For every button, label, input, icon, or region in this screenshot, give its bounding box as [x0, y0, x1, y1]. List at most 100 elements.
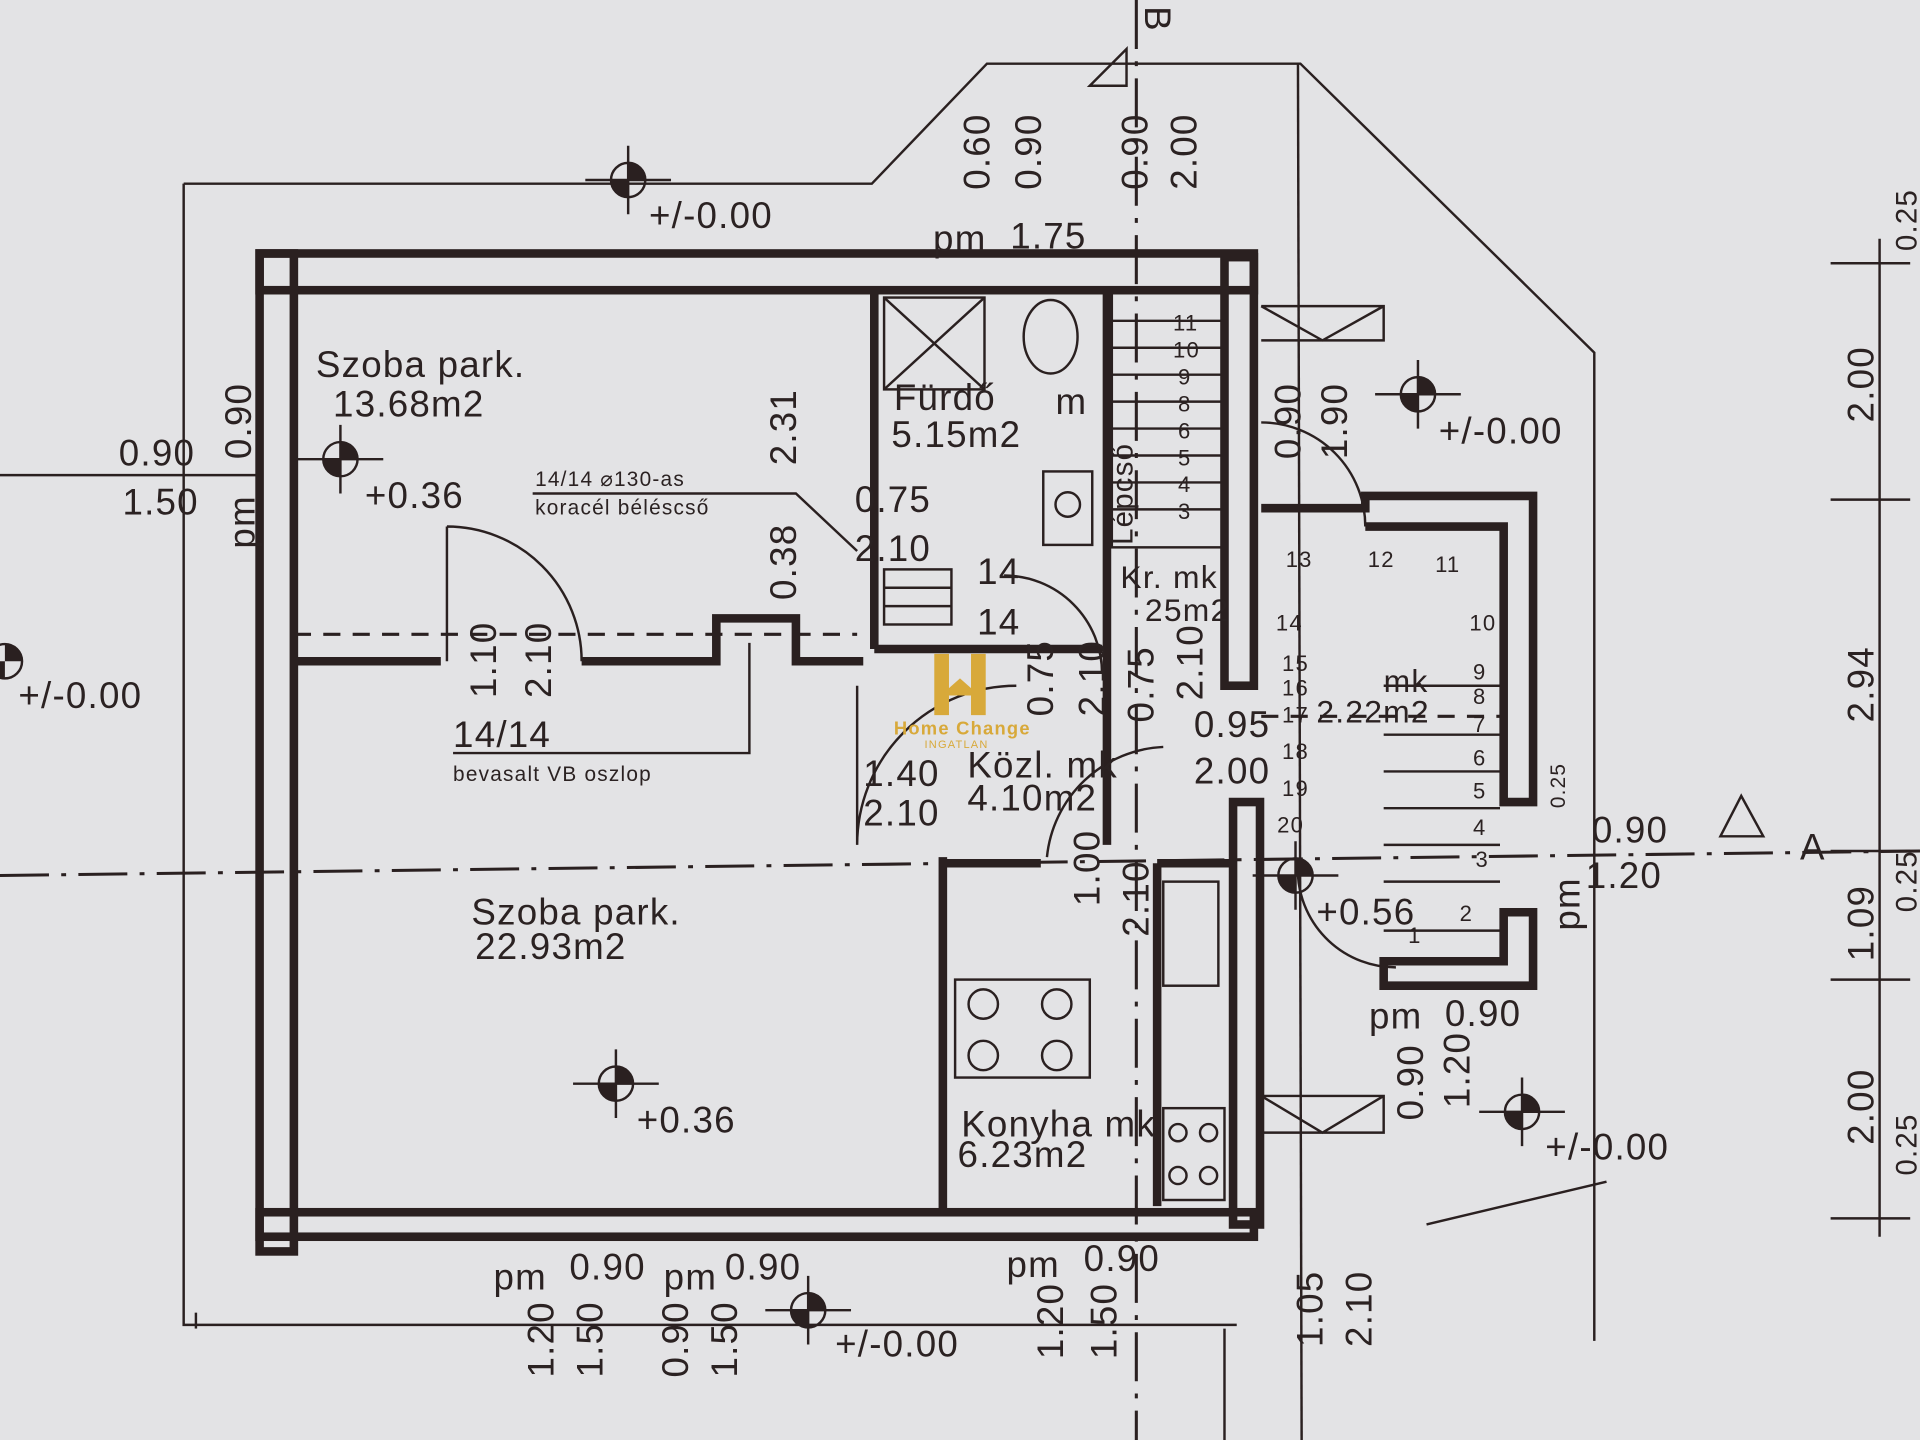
dimension-label: 1.40: [863, 753, 939, 794]
level-label: +/-0.00: [1545, 1127, 1669, 1168]
section-marker-b: B: [1137, 6, 1178, 32]
stair-number: 12: [1368, 547, 1395, 572]
room-area: 25m2: [1145, 592, 1230, 628]
room-suffix: mk: [1384, 663, 1429, 699]
dimension-label: 2.10: [1071, 640, 1112, 716]
dimension-label: 0.90: [1008, 113, 1049, 189]
room-area: 6.23m2: [958, 1134, 1088, 1175]
room-suffix: m: [1056, 381, 1088, 422]
dimension-label: 1.10: [463, 622, 504, 698]
dimension-label: 1.50: [569, 1301, 610, 1377]
stair-number: 14: [1276, 611, 1303, 636]
dimension-label: 2.00: [1194, 751, 1270, 792]
dimension-label: 2.00: [1840, 346, 1881, 422]
dimension-label: 1.50: [704, 1301, 745, 1377]
shower-icon: [882, 296, 986, 391]
stair-number: 15: [1282, 651, 1309, 676]
dimension-label: pm: [1369, 996, 1422, 1037]
stair-number: 9: [1473, 660, 1486, 685]
stair-number: 10: [1469, 611, 1496, 636]
dimension-label: 2.00: [1163, 113, 1204, 189]
dimension-label: 2.10: [518, 622, 559, 698]
dimension-label: 0.25: [1890, 1113, 1920, 1175]
stair-number: 6: [1473, 745, 1486, 770]
dimensions-right: 2.00 2.94 1.09 2.00 0.25 0.25 0.25: [1830, 189, 1920, 1237]
dimension-label: pm: [1007, 1244, 1060, 1285]
level-marker-icons: [0, 145, 1565, 1345]
dimension-label: 0.75: [1120, 646, 1161, 722]
logo-name: Home Change: [894, 718, 1031, 739]
dimension-label: 0.95: [1194, 704, 1270, 745]
dimension-label: 14: [977, 551, 1020, 592]
dimension-label: 0.90: [1114, 113, 1155, 189]
stair-number: 18: [1282, 739, 1309, 764]
stair-number: 8: [1178, 391, 1191, 416]
dimension-label: 0.60: [956, 113, 997, 189]
room-area: 22.93m2: [475, 926, 626, 967]
room-area: 2.22m2: [1316, 693, 1430, 729]
room-name: Lépcső: [1107, 443, 1140, 545]
kitchen-sink-icon: [1162, 880, 1220, 987]
stair-number: 5: [1178, 445, 1191, 470]
room-name: Közl. mk: [967, 745, 1118, 786]
dimension-label: 1.90: [1314, 383, 1355, 459]
dimension-label: 0.90: [569, 1247, 645, 1288]
site-outline: [182, 62, 1607, 1440]
dimension-label: 0.75: [1020, 640, 1061, 716]
dimension-label: 2.94: [1840, 646, 1881, 722]
dimension-label: 1.20: [1586, 855, 1662, 896]
dimension-label: 0.90: [1390, 1044, 1431, 1120]
dimension-label: 1.20: [520, 1301, 561, 1377]
flue-note: 14/14 ⌀130-as: [535, 468, 685, 491]
stair-number: 3: [1476, 847, 1489, 872]
fixtures: [882, 288, 1500, 1202]
section-triangle-icon: [1086, 46, 1128, 87]
dimension-label: 2.10: [1338, 1271, 1379, 1347]
dimension-label: 2.10: [1169, 624, 1210, 700]
dimensions-left: 0.90 1.50 0.90 pm: [0, 383, 264, 549]
stair-number: 4: [1178, 472, 1191, 497]
dimension-label: 1.20: [1436, 1032, 1477, 1108]
level-label: +/-0.00: [1439, 410, 1563, 451]
stair-number: 6: [1178, 418, 1191, 443]
stove-icon: [1162, 1106, 1226, 1202]
dimensions-interior: 2.31 0.38 1.10 2.10 0.75 2.10 14 14 0.75…: [463, 383, 1667, 1121]
dimension-label: 0.90: [218, 383, 259, 459]
flue-note: koracél béléscső: [535, 496, 709, 519]
dimension-label: 2.10: [863, 792, 939, 833]
dimension-label: 2.31: [763, 389, 804, 465]
dimension-label: pm: [222, 495, 263, 548]
dimension-label: 0.90: [655, 1301, 696, 1377]
stair-number: 9: [1178, 364, 1191, 389]
dimensions-bottom: pm 0.90 pm 0.90 1.20 1.50 0.90 1.50 pm 0…: [493, 1238, 1379, 1378]
stair-number: 4: [1473, 815, 1486, 840]
room-name: Fürdő: [894, 377, 996, 418]
logo-h-icon: [934, 653, 986, 716]
kitchen-table-icon: [953, 978, 1092, 1079]
room-labels: Szoba park. 13.68m2 Fürdő m 5.15m2 Szoba…: [316, 344, 1430, 1175]
toilet-icon: [1022, 298, 1079, 375]
level-label: +0.56: [1316, 891, 1415, 932]
level-label: +/-0.00: [835, 1324, 959, 1365]
stair-step-numbers: 1 2 3 4 5 6 7 8 9 10 11 12 13 14 15 16 1…: [1276, 547, 1496, 948]
dimension-label: 2.10: [855, 528, 931, 569]
column-note: bevasalt VB oszlop: [453, 763, 652, 786]
dimension-label: 1.50: [122, 481, 198, 522]
stair-number: 19: [1282, 776, 1309, 801]
home-change-logo: Home Change INGATLAN: [894, 653, 1031, 751]
room-area: 5.15m2: [891, 414, 1021, 455]
level-label: +0.36: [637, 1100, 736, 1141]
stair-number: 11: [1173, 311, 1198, 336]
room-area: 4.10m2: [967, 778, 1097, 819]
dimension-label: 0.25: [1890, 189, 1920, 251]
dimension-label: 1.50: [1084, 1283, 1125, 1359]
room-name: Szoba park.: [471, 891, 680, 932]
stair-number: 10: [1173, 338, 1200, 363]
sink-icon: [1042, 470, 1094, 547]
logo-subtitle: INGATLAN: [924, 739, 988, 751]
straight-stair: [1110, 288, 1226, 549]
dimension-label: pm: [493, 1256, 546, 1297]
chimney-icon: [882, 568, 953, 626]
level-label: +0.36: [365, 475, 464, 516]
